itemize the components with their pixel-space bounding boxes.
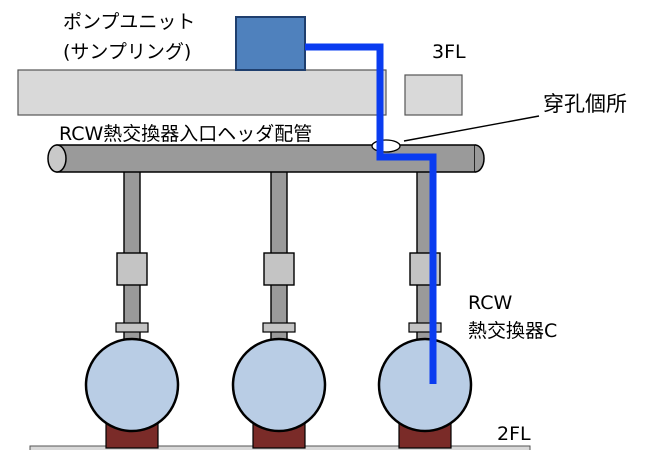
heat-exchanger-label-line1: RCW bbox=[468, 292, 513, 314]
floor-3-label: 3FL bbox=[432, 41, 466, 63]
floor-slab-3f-right bbox=[404, 74, 463, 116]
sampling-line bbox=[305, 43, 437, 384]
heat-exchanger-b bbox=[231, 337, 327, 433]
drill-point-label: 穿孔個所 bbox=[543, 92, 627, 116]
pump-unit-label-line1: ポンプユニット bbox=[63, 11, 195, 33]
header-pipe-label: RCW熱交換器入口ヘッダ配管 bbox=[59, 123, 312, 145]
heat-exchanger-label-line2: 熱交換器C bbox=[468, 320, 557, 342]
valve-a bbox=[116, 252, 148, 286]
heat-exchangers bbox=[84, 337, 473, 433]
heat-exchanger-a bbox=[84, 337, 180, 433]
header-pipe-left-end bbox=[47, 144, 67, 173]
heat-exchanger-c bbox=[377, 337, 473, 433]
drill-point-marker bbox=[371, 139, 401, 153]
valves bbox=[116, 252, 441, 286]
flanges bbox=[115, 322, 442, 333]
floor-slab-3f bbox=[17, 69, 387, 116]
valve-b bbox=[263, 252, 295, 286]
pump-unit-label-line2: (サンプリング) bbox=[63, 41, 191, 63]
drill-point-leader bbox=[403, 115, 540, 142]
pump-unit-box bbox=[235, 16, 306, 71]
floor-2-label: 2FL bbox=[497, 423, 531, 445]
